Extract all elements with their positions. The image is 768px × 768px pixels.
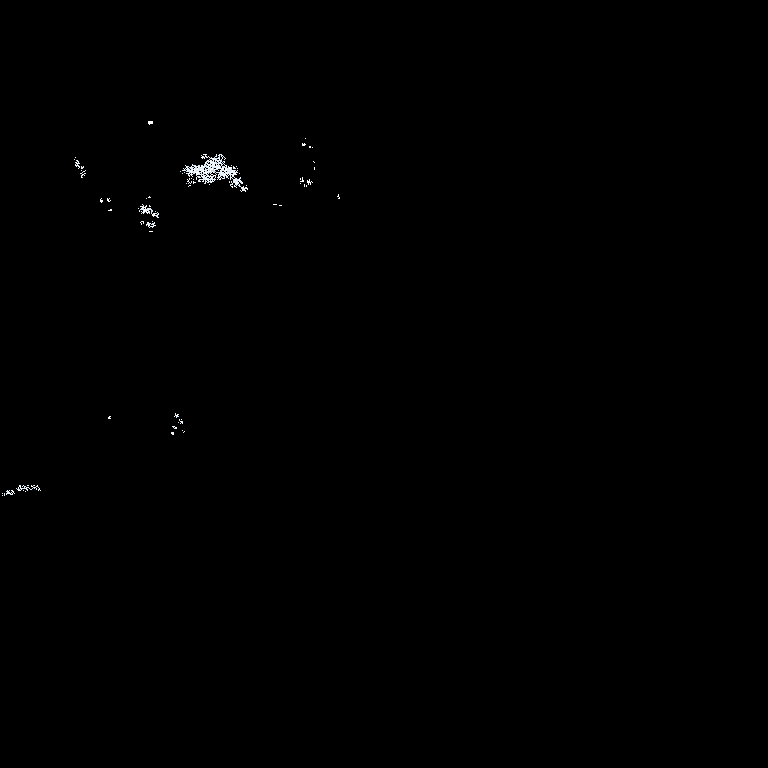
binary-mask-raster: [0, 0, 768, 768]
mask-viewport: [0, 0, 768, 768]
